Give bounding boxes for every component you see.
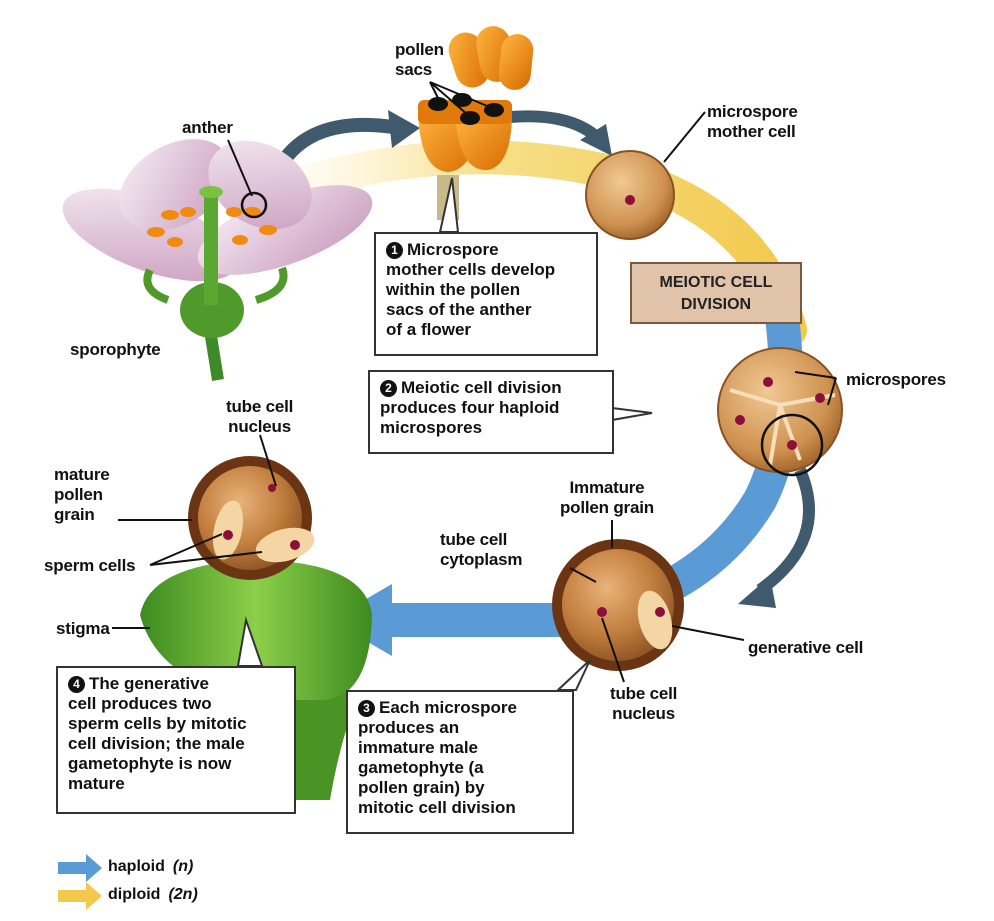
microspore-mother-cell-label: microspore mother cell	[707, 102, 798, 142]
pollen-sacs-label: pollen sacs	[395, 40, 444, 80]
step-3-text: Each microspore produces an immature mal…	[358, 698, 517, 817]
step-4-number: 4	[68, 676, 85, 693]
stigma-label: stigma	[56, 619, 110, 639]
step-4-text: The generative cell produces two sperm c…	[68, 674, 247, 793]
anther-label: anther	[182, 118, 233, 138]
legend-diploid: diploid (2n)	[108, 886, 198, 904]
sperm-cells-label: sperm cells	[44, 556, 135, 576]
mature-pollen-grain-label: mature pollen grain	[54, 465, 110, 525]
generative-cell-label: generative cell	[748, 638, 863, 658]
legend-haploid-label: haploid	[108, 858, 165, 875]
sporophyte-label: sporophyte	[70, 340, 161, 360]
legend-diploid-symbol: (2n)	[168, 886, 197, 903]
step-1-number: 1	[386, 242, 403, 259]
tube-cell-nucleus-top-label: tube cell nucleus	[226, 397, 293, 437]
legend-diploid-label: diploid	[108, 886, 160, 903]
step-1-text: Microspore mother cells develop within t…	[386, 240, 555, 339]
legend-haploid: haploid (n)	[108, 858, 193, 876]
tube-cell-nucleus-bottom-label: tube cell nucleus	[610, 684, 677, 724]
legend-haploid-symbol: (n)	[173, 858, 193, 875]
step-3-number: 3	[358, 700, 375, 717]
immature-pollen-grain-label: Immature pollen grain	[560, 478, 654, 518]
tube-cell-cytoplasm-label: tube cell cytoplasm	[440, 530, 522, 570]
step-2-text: Meiotic cell division produces four hapl…	[380, 378, 562, 437]
immature-pollen-grain	[552, 539, 684, 671]
step-2-number: 2	[380, 380, 397, 397]
microspores-label: microspores	[846, 370, 946, 390]
meiotic-cell-division-box: MEIOTIC CELL DIVISION	[630, 262, 802, 324]
